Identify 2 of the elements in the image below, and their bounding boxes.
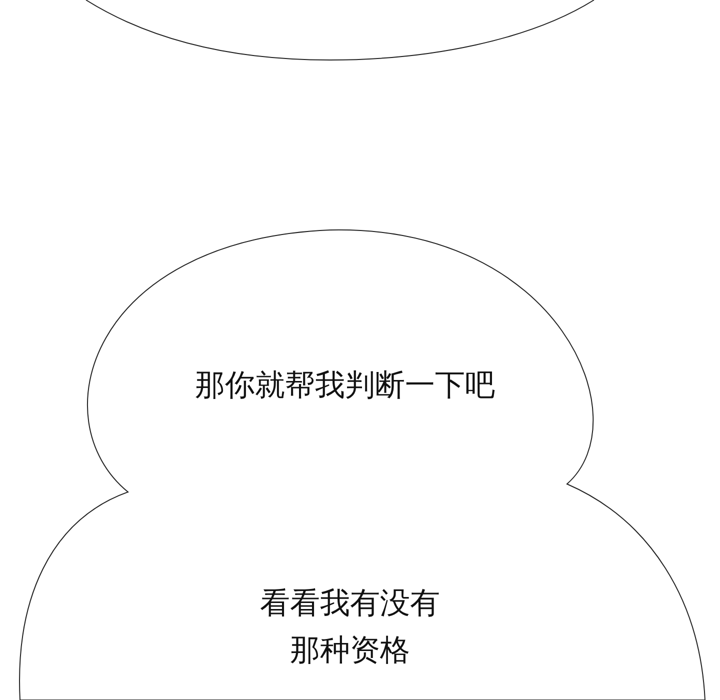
dialogue-text: 那你就帮我判断一下吧 <box>194 367 496 405</box>
dialogue-text: 看看我有没有那种资格 <box>259 585 441 670</box>
